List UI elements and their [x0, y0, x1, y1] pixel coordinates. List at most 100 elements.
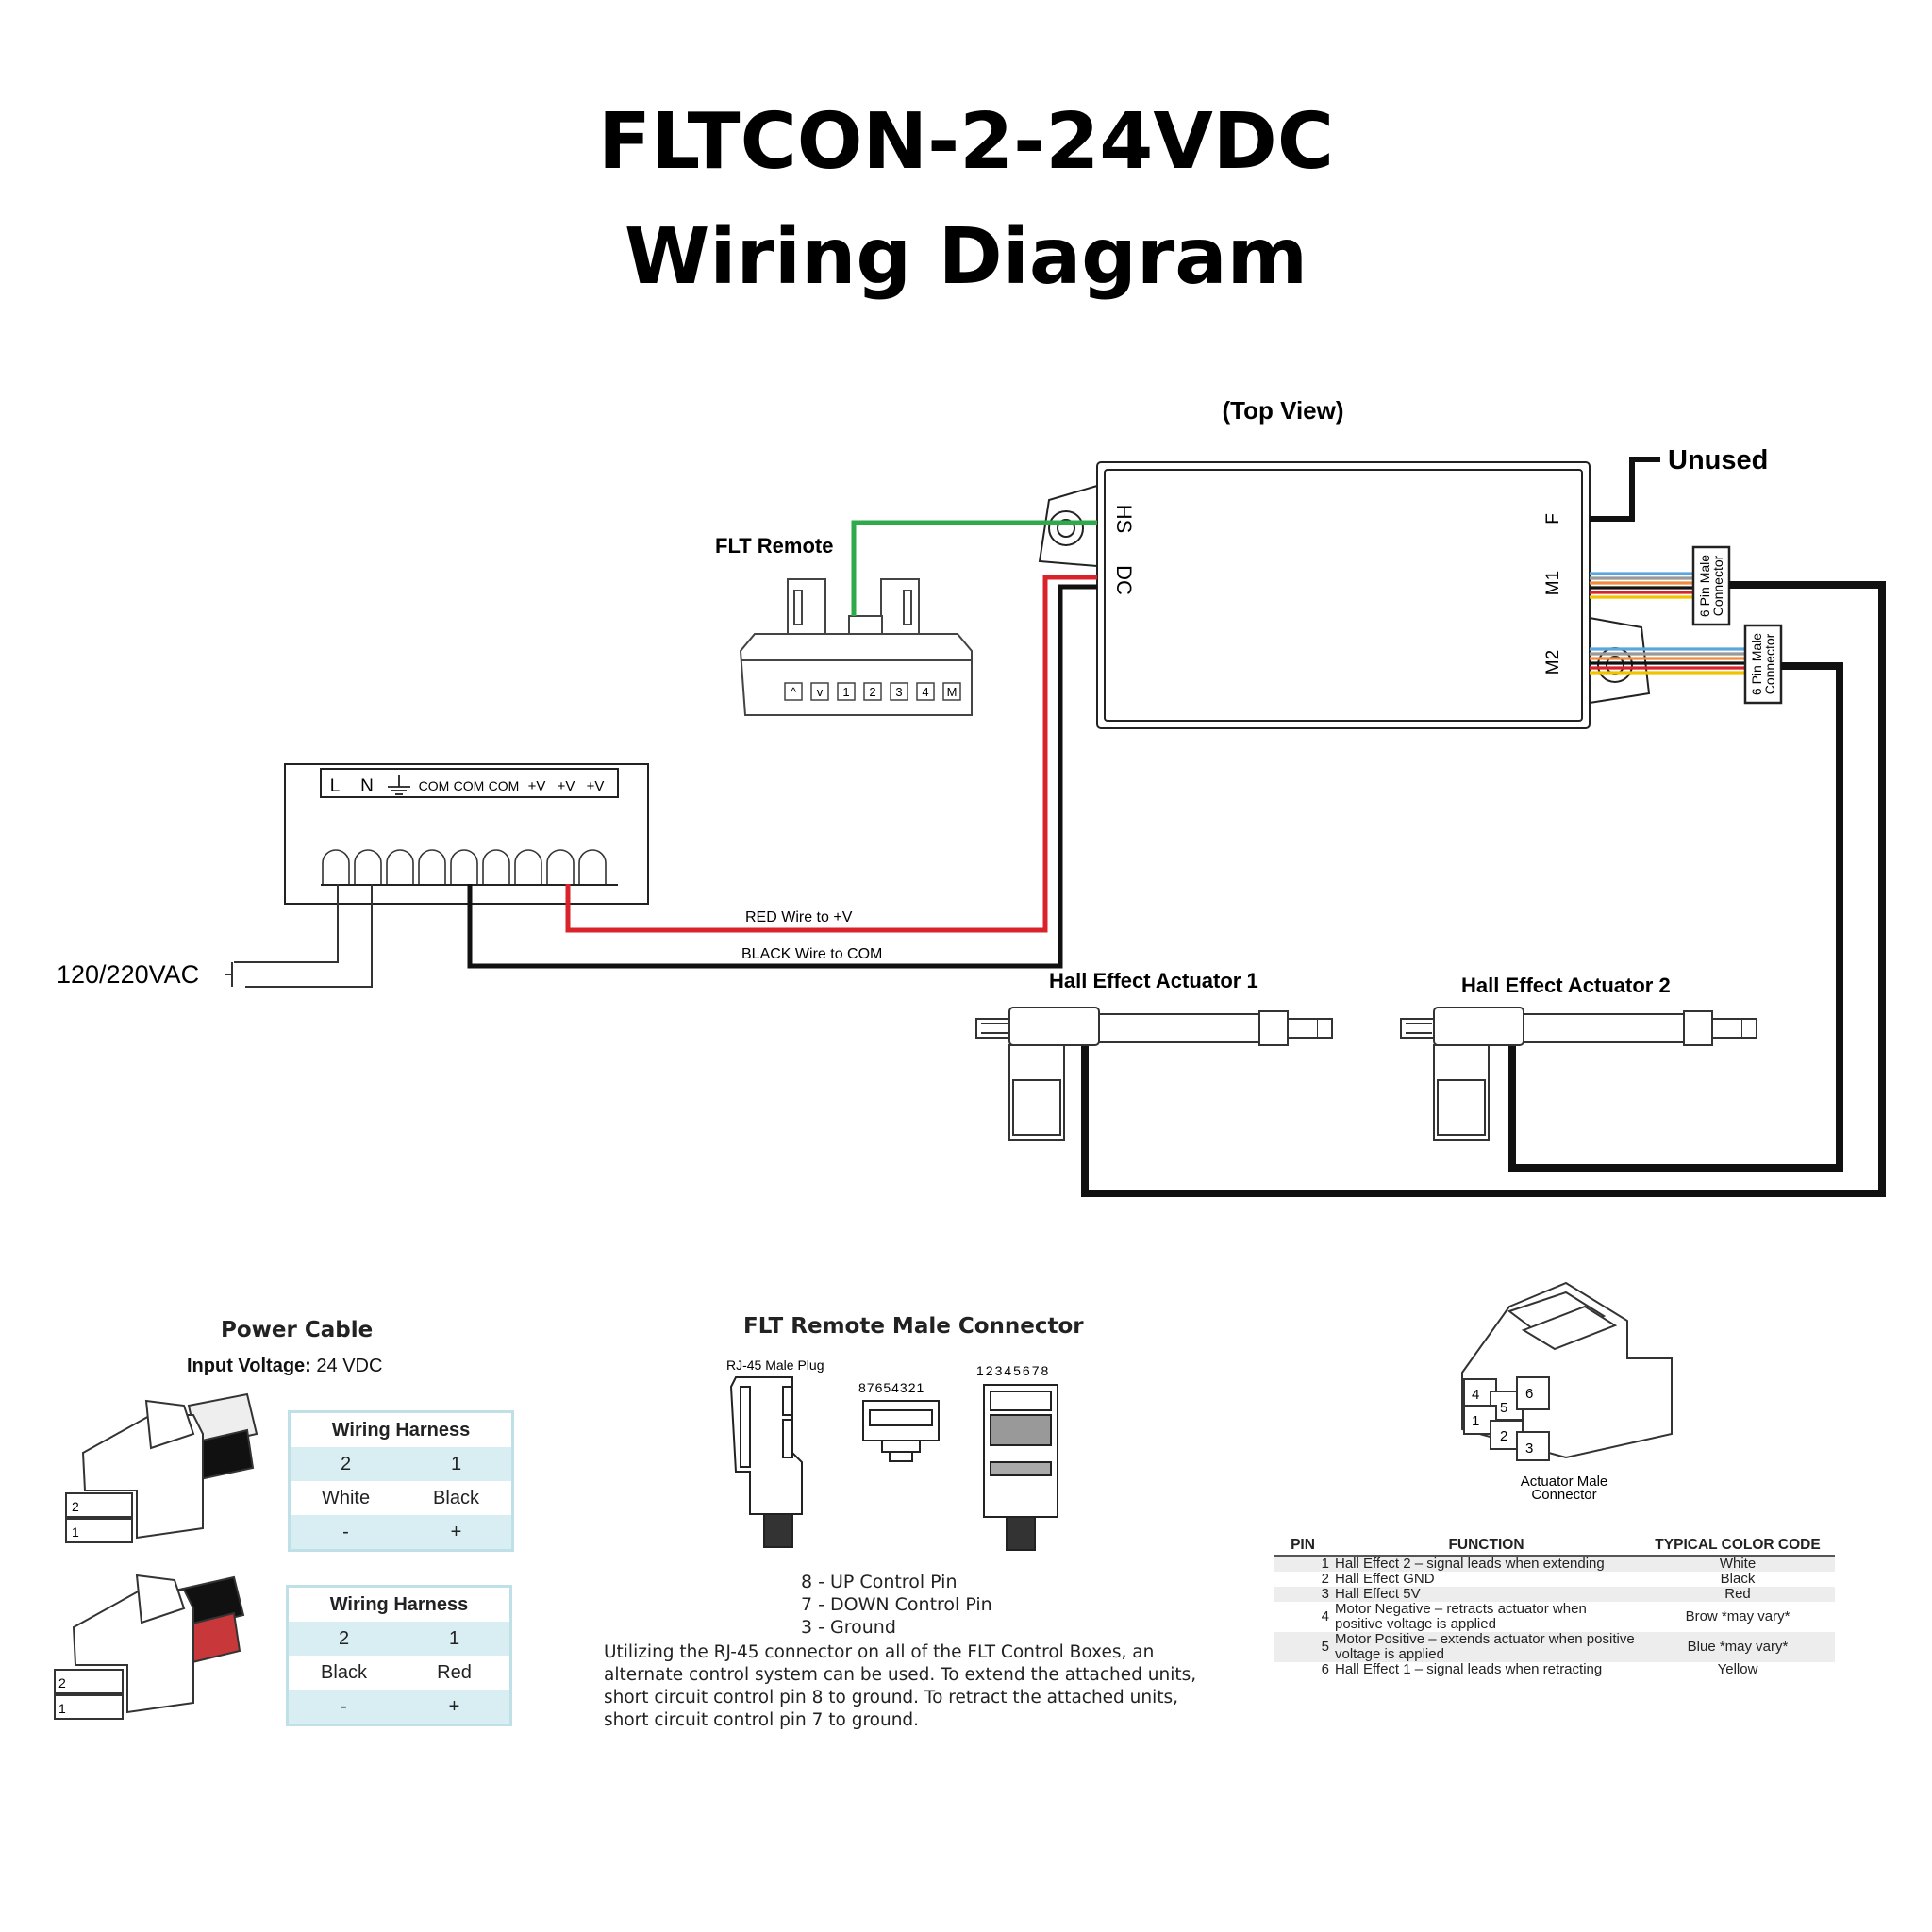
- harness-1-pin-b: 1: [401, 1447, 513, 1481]
- actuator-2-label: Hall Effect Actuator 2: [1461, 974, 1671, 997]
- title-line-2: Wiring Diagram: [624, 212, 1308, 302]
- terminal-n: N: [360, 776, 374, 796]
- unused-label: Unused: [1668, 445, 1768, 475]
- rj45-top-view: [983, 1384, 1058, 1551]
- harness-1-title: Wiring Harness: [289, 1411, 513, 1447]
- red-dc-wire: [565, 575, 1097, 933]
- actuator-2: [1400, 1007, 1757, 1141]
- pin-table-header-function: FUNCTION: [1332, 1536, 1641, 1557]
- rj45-side-view: [729, 1376, 803, 1548]
- power-connector-1-pin2-mark: 2: [72, 1499, 79, 1514]
- rj45-pin-list: 8 - UP Control Pin 7 - DOWN Control Pin …: [801, 1571, 992, 1639]
- pin-table-row: 4 Motor Negative – retracts actuator whe…: [1321, 1601, 1790, 1632]
- remote-button-2-label: 2: [869, 685, 875, 699]
- rj45-pin-order-rev: 87654321: [858, 1380, 924, 1395]
- title-line-1: FLTCON-2-24VDC: [597, 97, 1335, 187]
- remote-button-1-label: 1: [842, 685, 849, 699]
- wiring-harness-table-2: Wiring Harness 2 1 Black Red - +: [286, 1585, 512, 1726]
- terminal-com-1: COM: [419, 778, 450, 793]
- pin-table-row: 1 Hall Effect 2 – signal leads when exte…: [1274, 1556, 1835, 1572]
- pin-table-header-color: TYPICAL COLOR CODE: [1641, 1536, 1835, 1557]
- ac-input-label: 120/220VAC: [57, 960, 199, 989]
- m2-connector-label-bottom: Connector: [1762, 633, 1777, 694]
- control-box: [1038, 461, 1651, 729]
- actuator-connector-drawing: [1461, 1281, 1673, 1461]
- rj45-pin-8: 8 - UP Control Pin: [801, 1572, 958, 1592]
- actuator-1-label: Hall Effect Actuator 1: [1049, 969, 1258, 992]
- port-hs-label: HS: [1112, 505, 1136, 534]
- unused-wire: [1590, 457, 1660, 522]
- remote-button-up[interactable]: [784, 682, 803, 701]
- top-view-label: (Top View): [1222, 396, 1343, 425]
- terminal-v-1: +V: [528, 778, 546, 794]
- remote-button-m-label: M: [947, 685, 958, 699]
- actuator-connector-label-2: Connector: [1531, 1487, 1596, 1503]
- harness-2-pin-b: 1: [399, 1622, 511, 1656]
- port-m1-label: M1: [1543, 571, 1563, 595]
- power-connector-1-drawing: [65, 1392, 258, 1543]
- m2-colored-leads: [1590, 647, 1745, 675]
- rj45-pin-7: 7 - DOWN Control Pin: [801, 1594, 992, 1615]
- actuator-pin-table: PIN FUNCTION TYPICAL COLOR CODE 1 Hall E…: [1274, 1536, 1835, 1677]
- ac-input-wires: [225, 884, 373, 988]
- actuator-connector-pin3: 3: [1525, 1441, 1533, 1457]
- input-voltage-label: Input Voltage:: [187, 1356, 311, 1376]
- input-voltage-value: 24 VDC: [310, 1356, 383, 1376]
- harness-2-color-a: Black: [321, 1661, 367, 1683]
- power-connector-2-drawing: [54, 1574, 245, 1720]
- pin-table-row: 2 Hall Effect GND Black: [1321, 1571, 1756, 1587]
- red-wire-label: RED Wire to +V: [745, 909, 853, 925]
- m2-connector-label-top: 6 Pin Male: [1749, 633, 1764, 695]
- harness-2-polarity-b: +: [399, 1690, 511, 1725]
- terminal-l: L: [330, 776, 341, 796]
- harness-1-polarity-b: +: [401, 1515, 513, 1551]
- pin-table-row: 6 Hall Effect 1 – signal leads when retr…: [1321, 1661, 1758, 1677]
- harness-1-pin-a: 2: [289, 1447, 401, 1481]
- remote-button-1[interactable]: [837, 682, 856, 701]
- harness-1-color-a: White: [321, 1487, 371, 1508]
- remote-button-3[interactable]: [890, 682, 908, 701]
- input-voltage-line: Input Voltage: 24 VDC: [187, 1356, 382, 1377]
- remote-buttons: ^ v 1 2 3 4 M: [784, 682, 961, 701]
- remote-button-3-label: 3: [895, 685, 902, 699]
- harness-2-polarity-a: -: [287, 1690, 399, 1725]
- actuator-connector-pin2: 2: [1500, 1428, 1507, 1444]
- remote-button-4[interactable]: [916, 682, 935, 701]
- actuator-1: [975, 1007, 1333, 1141]
- remote-button-2[interactable]: [863, 682, 882, 701]
- m2-connector: [1743, 624, 1783, 705]
- pin-table-header-pin: PIN: [1274, 1536, 1332, 1557]
- terminal-com-3: COM: [489, 778, 520, 793]
- black-dc-wire: [467, 584, 1097, 969]
- remote-button-down[interactable]: [810, 682, 829, 701]
- power-connector-2-pin2-mark: 2: [58, 1675, 66, 1690]
- actuator-connector-pin1: 1: [1472, 1413, 1479, 1429]
- m1-connector-label-top: 6 Pin Male: [1697, 555, 1712, 617]
- power-connector-1-pin1-mark: 1: [72, 1524, 79, 1540]
- port-dc-label: DC: [1112, 565, 1136, 595]
- ground-icon: [388, 775, 410, 795]
- actuator-connector-pin4: 4: [1472, 1387, 1479, 1403]
- remote-button-down-label: v: [817, 685, 824, 699]
- port-f-label: F: [1543, 513, 1563, 525]
- rj45-plug-label: RJ-45 Male Plug: [726, 1357, 824, 1373]
- rj45-heading: FLT Remote Male Connector: [743, 1314, 1084, 1339]
- terminal-com-2: COM: [454, 778, 485, 793]
- actuator-connector-label-1: Actuator Male: [1521, 1474, 1608, 1490]
- wiring-harness-table-1: Wiring Harness 2 1 White Black - +: [288, 1410, 514, 1552]
- remote-button-m[interactable]: [942, 682, 961, 701]
- pin-table-row: 3 Hall Effect 5V Red: [1274, 1587, 1835, 1602]
- terminal-v-3: +V: [587, 778, 605, 794]
- actuator-connector-pin5: 5: [1500, 1400, 1507, 1416]
- rj45-note: Utilizing the RJ-45 connector on all of …: [604, 1642, 1197, 1730]
- pin-table-row: 5 Motor Positive – extends actuator when…: [1274, 1632, 1835, 1662]
- terminal-v-2: +V: [558, 778, 575, 794]
- power-supply-screws: [322, 849, 607, 884]
- black-wire-label: BLACK Wire to COM: [741, 946, 882, 962]
- m1-colored-leads: [1590, 572, 1693, 599]
- harness-2-pin-a: 2: [287, 1622, 399, 1656]
- power-cable-heading: Power Cable: [221, 1318, 374, 1342]
- power-connector-2-pin1-mark: 1: [58, 1701, 66, 1716]
- rj45-pin-3: 3 - Ground: [801, 1617, 896, 1638]
